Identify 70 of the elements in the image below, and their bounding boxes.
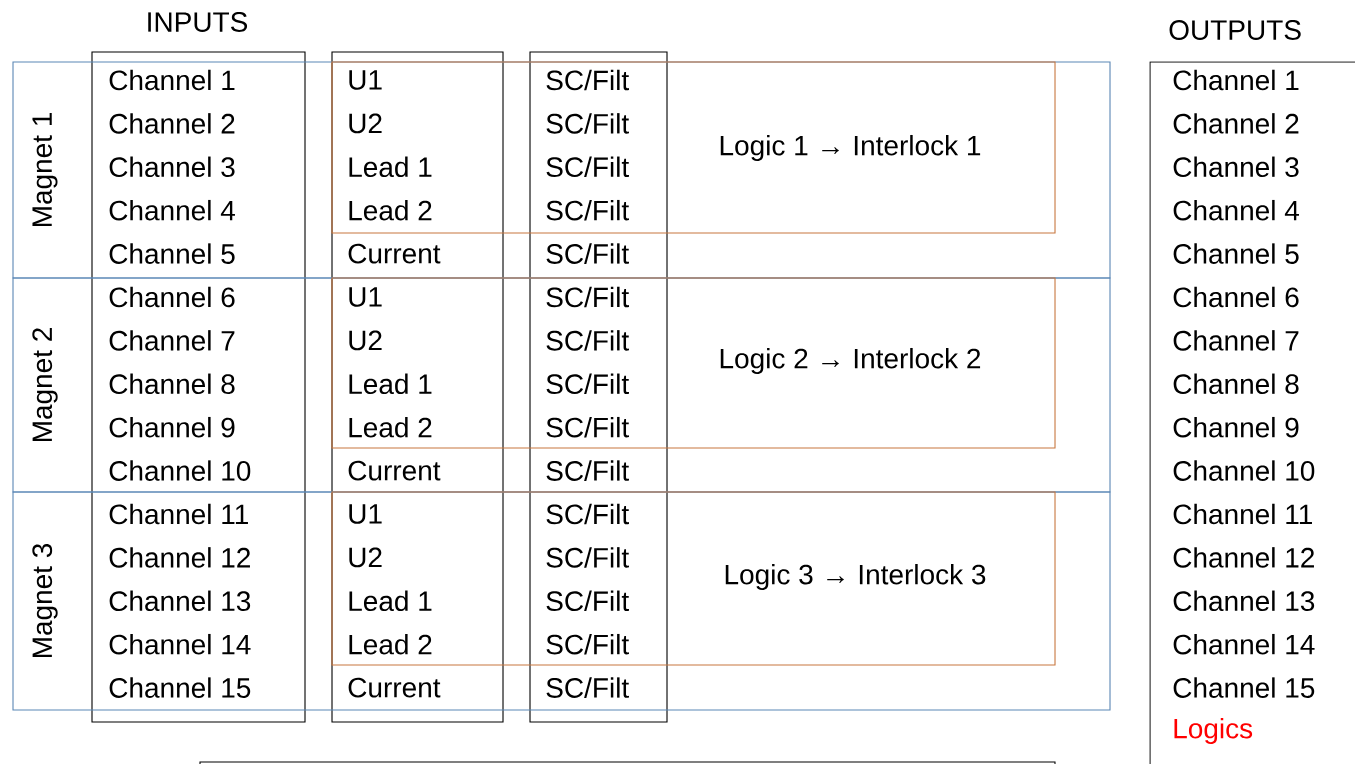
band-label: Magnet 1 <box>32 113 58 227</box>
row-label: SC/Filt <box>546 460 629 481</box>
logic-label: Logic 1 → Interlock 1 <box>720 134 981 162</box>
row-label: Lead 2 <box>349 633 432 655</box>
row-label: Channel 7 <box>109 330 235 351</box>
logic-label: Logic 3 → Interlock 3 <box>725 563 986 591</box>
row-label: Channel 14 <box>1173 633 1315 655</box>
row-label: Channel 10 <box>1173 460 1315 481</box>
row-label: SC/Filt <box>546 156 629 178</box>
row-label: U1 <box>349 70 382 90</box>
row-label: Logics <box>1174 717 1253 745</box>
row-label: Current <box>348 677 441 698</box>
row-label: Lead 1 <box>349 373 432 395</box>
row-label: Channel 11 <box>1173 503 1312 525</box>
row-label: Lead 1 <box>349 590 432 612</box>
row-label: Channel 9 <box>1173 416 1299 438</box>
row-label: SC/Filt <box>546 69 629 91</box>
row-label: SC/Filt <box>546 547 629 568</box>
row-label: Channel 13 <box>1173 590 1315 612</box>
row-label: Lead 1 <box>349 156 432 178</box>
row-label: SC/Filt <box>546 330 629 351</box>
row-label: Channel 15 <box>1173 677 1315 698</box>
row-label: Channel 6 <box>109 286 235 308</box>
row-label: SC/Filt <box>546 286 629 308</box>
row-label: Channel 14 <box>109 633 251 655</box>
row-label: SC/Filt <box>546 677 629 698</box>
row-label: Channel 6 <box>1173 286 1299 308</box>
row-label: Current <box>348 460 441 481</box>
row-label: Channel 11 <box>109 503 248 525</box>
row-label: Lead 2 <box>349 199 432 221</box>
row-label: Channel 7 <box>1173 330 1299 351</box>
row-label: Channel 9 <box>109 416 235 438</box>
row-label: Channel 1 <box>1173 69 1299 91</box>
column-heading: OUTPUTS <box>1169 20 1301 40</box>
row-label: U1 <box>349 287 382 307</box>
row-label: Channel 12 <box>1173 547 1314 568</box>
band-label: Magnet 2 <box>32 328 58 442</box>
row-label: Channel 10 <box>109 460 251 481</box>
row-label: U2 <box>349 113 382 134</box>
row-label: Channel 3 <box>109 156 235 178</box>
row-label: SC/Filt <box>546 416 629 438</box>
row-label: Channel 5 <box>1173 243 1299 264</box>
row-label: Channel 2 <box>109 113 235 134</box>
row-label: U1 <box>349 504 382 524</box>
row-label: SC/Filt <box>546 373 629 395</box>
row-label: Channel 2 <box>1173 113 1299 134</box>
row-label: SC/Filt <box>546 243 629 264</box>
row-label: Channel 12 <box>109 547 250 568</box>
column-heading: INPUTS <box>148 12 248 32</box>
row-label: Channel 8 <box>1173 373 1299 395</box>
row-label: SC/Filt <box>546 199 629 221</box>
row-label: Channel 5 <box>109 243 235 264</box>
row-label: Channel 3 <box>1173 156 1299 178</box>
logic-label: Logic 2 → Interlock 2 <box>720 347 981 375</box>
row-label: SC/Filt <box>546 503 629 525</box>
row-label: Channel 1 <box>109 69 235 91</box>
row-label: SC/Filt <box>546 113 629 134</box>
row-label: Channel 13 <box>109 590 251 612</box>
row-label: SC/Filt <box>546 590 629 612</box>
box <box>199 761 1056 764</box>
row-label: Current <box>348 243 441 264</box>
row-label: Channel 4 <box>1173 199 1299 221</box>
row-label: Channel 8 <box>109 373 235 395</box>
row-label: U2 <box>349 330 382 351</box>
row-label: Channel 15 <box>109 677 251 698</box>
band-label: Magnet 3 <box>32 543 58 658</box>
row-label: Channel 4 <box>109 199 235 221</box>
row-label: U2 <box>349 547 382 568</box>
row-label: SC/Filt <box>546 633 629 655</box>
row-label: Lead 2 <box>349 416 432 438</box>
